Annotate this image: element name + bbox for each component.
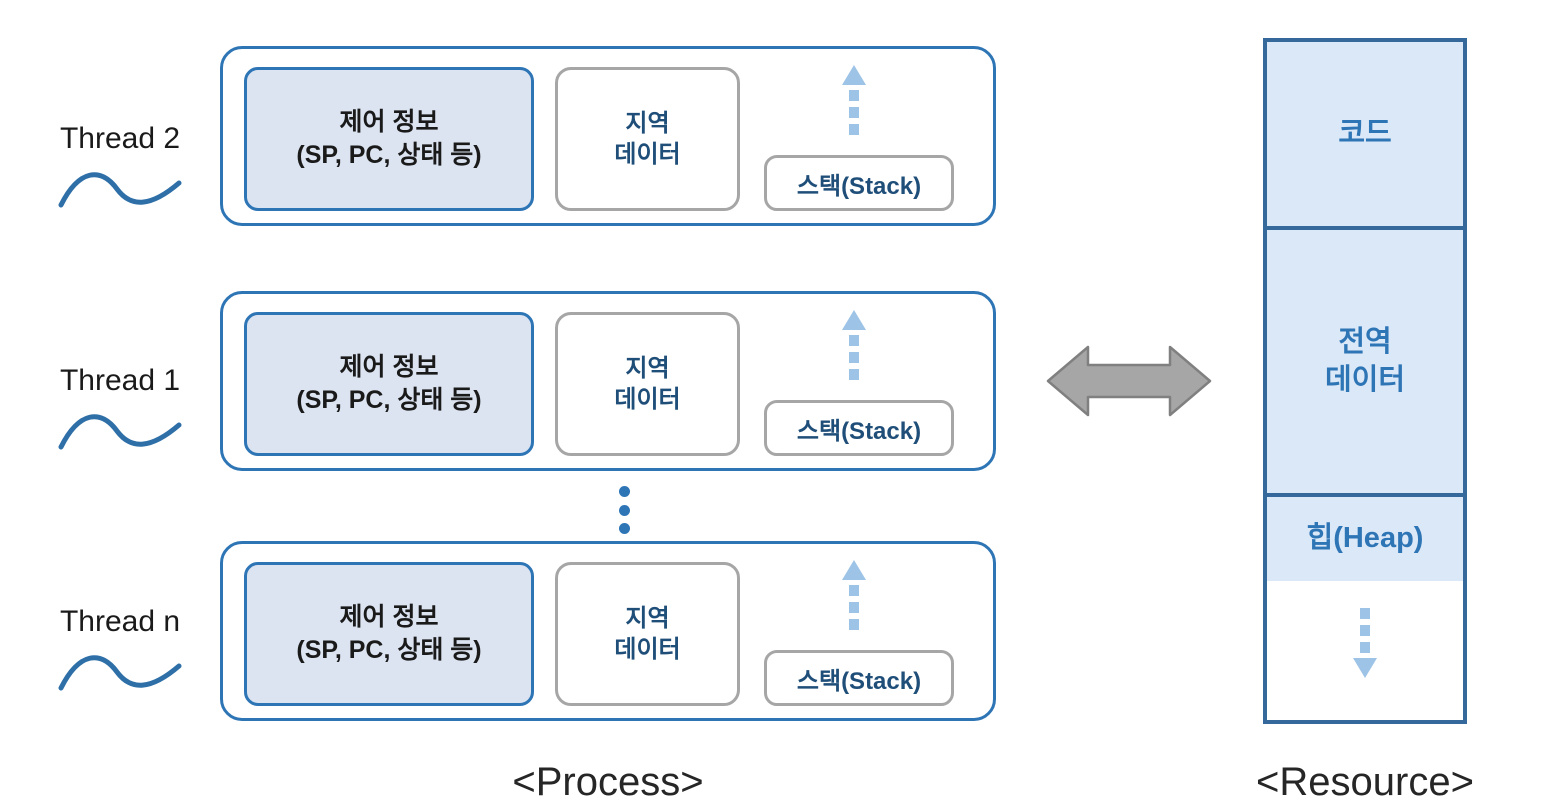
resource-segment-free[interactable] [1267, 581, 1463, 720]
local-data-box-1[interactable]: 지역 데이터 [555, 312, 740, 456]
local-data-line1: 지역 [625, 354, 670, 382]
control-info-box-1[interactable]: 제어 정보 (SP, PC, 상태 등) [244, 312, 534, 456]
control-info-line1: 제어 정보 [339, 603, 439, 631]
resource-segment-global-data[interactable]: 전역 데이터 [1267, 230, 1463, 493]
ellipsis-dot [618, 523, 630, 534]
thread-label-1: Thread 1 [30, 364, 210, 453]
local-data-line2: 데이터 [614, 386, 681, 413]
thread-container-0[interactable]: 제어 정보 (SP, PC, 상태 등) 지역 데이터 스택(Stack) [220, 46, 996, 226]
stack-box-2[interactable]: 스택(Stack) [764, 650, 954, 706]
stack-box-1[interactable]: 스택(Stack) [764, 400, 954, 456]
stack-label: 스택(Stack) [796, 417, 922, 445]
ellipsis-dot [618, 504, 630, 516]
control-info-line2: (SP, PC, 상태 등) [296, 636, 482, 664]
resource-segment-code[interactable]: 코드 [1267, 42, 1463, 226]
thread-label-text: Thread n [59, 605, 181, 638]
resource-caption: <Resource> [1256, 760, 1474, 804]
local-data-line2: 데이터 [614, 636, 681, 663]
resource-segment-label: 코드 [1338, 117, 1392, 150]
resource-segment-label: 전역 [1338, 326, 1392, 359]
control-info-box-2[interactable]: 제어 정보 (SP, PC, 상태 등) [244, 562, 534, 706]
wave-icon [30, 644, 210, 694]
dotted-up-arrow-icon-0 [839, 63, 869, 154]
dotted-down-arrow-icon [1350, 594, 1380, 690]
stack-label: 스택(Stack) [796, 172, 922, 200]
bidirectional-arrow-icon [1046, 343, 1212, 424]
vertical-ellipsis [617, 486, 631, 534]
resource-segment-label2: 데이터 [1324, 363, 1406, 396]
control-info-line1: 제어 정보 [339, 108, 439, 136]
dotted-up-arrow-icon-2 [839, 558, 869, 649]
wave-icon [30, 403, 210, 453]
control-info-line2: (SP, PC, 상태 등) [296, 141, 482, 169]
local-data-box-2[interactable]: 지역 데이터 [555, 562, 740, 706]
stack-label: 스택(Stack) [796, 667, 922, 695]
ellipsis-dot [618, 486, 630, 497]
control-info-line1: 제어 정보 [339, 353, 439, 381]
dotted-up-arrow-icon-1 [839, 308, 869, 399]
thread-container-1[interactable]: 제어 정보 (SP, PC, 상태 등) 지역 데이터 스택(Stack) [220, 291, 996, 471]
control-info-line2: (SP, PC, 상태 등) [296, 386, 482, 414]
resource-divider [1267, 226, 1463, 230]
local-data-box-0[interactable]: 지역 데이터 [555, 67, 740, 211]
thread-container-2[interactable]: 제어 정보 (SP, PC, 상태 등) 지역 데이터 스택(Stack) [220, 541, 996, 721]
local-data-line1: 지역 [625, 109, 670, 137]
thread-label-text: Thread 2 [59, 122, 181, 155]
thread-label-text: Thread 1 [59, 364, 181, 397]
thread-label-0: Thread 2 [30, 122, 210, 211]
resource-column[interactable]: 코드 전역 데이터 힙(Heap) [1263, 38, 1467, 724]
local-data-line1: 지역 [625, 604, 670, 632]
wave-icon [30, 161, 210, 211]
process-caption: <Process> [512, 760, 704, 804]
resource-segment-heap[interactable]: 힙(Heap) [1267, 497, 1463, 581]
thread-label-2: Thread n [30, 605, 210, 694]
local-data-line2: 데이터 [614, 141, 681, 168]
control-info-box-0[interactable]: 제어 정보 (SP, PC, 상태 등) [244, 67, 534, 211]
resource-segment-label: 힙(Heap) [1306, 522, 1424, 555]
resource-divider [1267, 493, 1463, 497]
stack-box-0[interactable]: 스택(Stack) [764, 155, 954, 211]
